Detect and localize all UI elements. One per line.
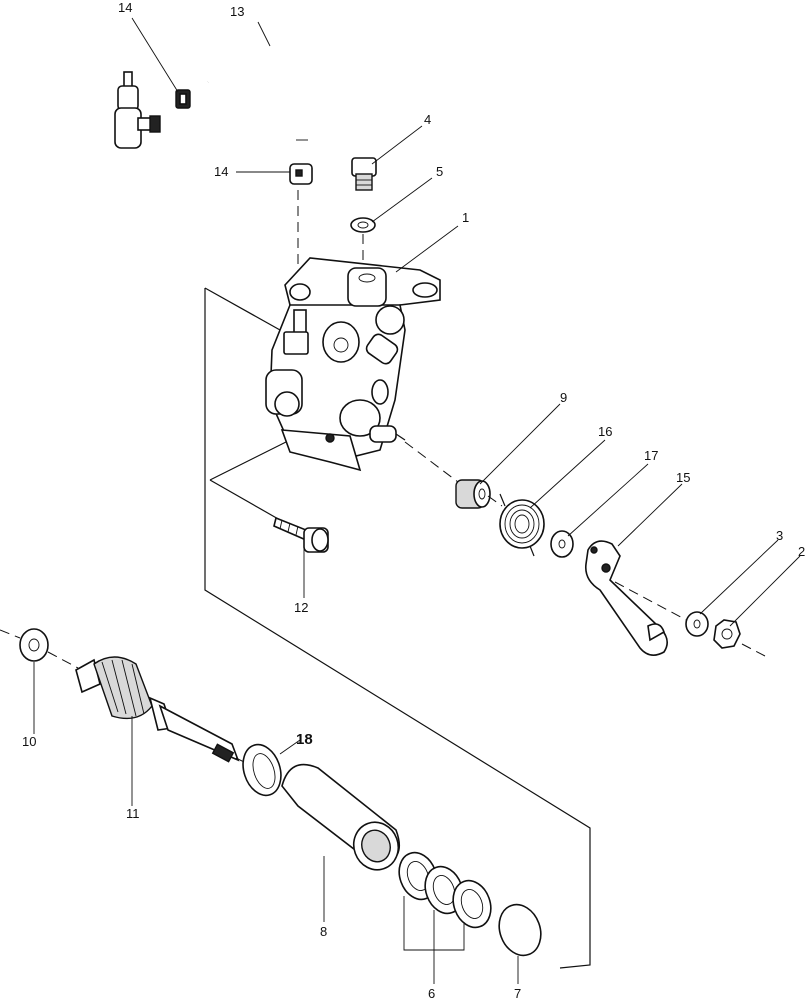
shaft-axis-line-3 [614, 581, 691, 623]
shaft-axis-line-1 [404, 441, 459, 483]
mounting-bolt[interactable] [273, 516, 329, 553]
callout-17: 17 [644, 448, 658, 463]
gear-axis-line-2 [47, 651, 79, 669]
callout-6: 6 [428, 986, 435, 999]
return-spring[interactable] [499, 493, 545, 557]
shaft-axis-line-4 [741, 643, 766, 657]
oil-pump-body[interactable] [265, 257, 441, 472]
gear-axis-line-3 [235, 757, 249, 765]
banjo-bolt[interactable] [351, 157, 377, 191]
callout-11: 11 [126, 806, 140, 821]
drive-gear-shaft[interactable] [75, 656, 240, 763]
callout-7: 7 [514, 986, 521, 999]
callout-9: 9 [560, 390, 567, 405]
callout-10: 10 [22, 734, 36, 749]
hose-clamp-upper[interactable] [175, 89, 191, 109]
callout-15: 15 [676, 470, 690, 485]
callout-13: 13 [230, 4, 244, 19]
callout-14-upper: 14 [118, 0, 132, 15]
callout-18: 18 [296, 731, 313, 748]
hose-clamp-lower[interactable] [289, 163, 313, 185]
gear-axis-line-1 [0, 629, 21, 639]
leader-lines [33, 17, 801, 984]
callout-14-lower: 14 [214, 164, 228, 179]
exploded-view-outline [204, 287, 591, 969]
callout-5: 5 [436, 164, 443, 179]
callout-12: 12 [294, 600, 308, 615]
o-ring[interactable] [492, 899, 547, 962]
callout-labels: 1 2 3 4 5 6 7 8 9 10 11 12 13 14 14 15 1… [22, 0, 805, 999]
callout-2: 2 [798, 544, 805, 559]
flat-washer-17[interactable] [550, 530, 574, 558]
sealing-washer[interactable] [350, 217, 376, 233]
oil-tank-fitting[interactable] [114, 71, 161, 149]
callout-16: 16 [598, 424, 612, 439]
callout-1: 1 [462, 210, 469, 225]
thrust-washer[interactable] [19, 628, 49, 662]
lock-washer[interactable] [685, 611, 709, 637]
callout-8: 8 [320, 924, 327, 939]
shaft-axis-line-2 [487, 495, 503, 507]
shim-washer-3[interactable] [447, 875, 497, 932]
collar-bushing[interactable] [455, 479, 491, 509]
hex-nut[interactable] [713, 619, 741, 649]
shaft-seal[interactable] [237, 740, 287, 801]
callout-4: 4 [424, 112, 431, 127]
bearing-sleeve[interactable] [281, 763, 405, 877]
oil-hose[interactable] [205, 40, 308, 141]
callout-3: 3 [776, 528, 783, 543]
control-lever[interactable] [584, 540, 668, 656]
